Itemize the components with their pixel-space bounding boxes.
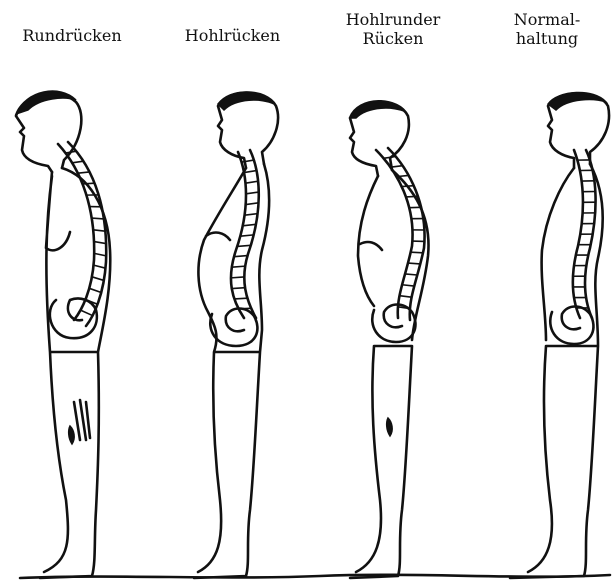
hair [548, 92, 606, 110]
vertebra [405, 274, 417, 275]
vertebra [400, 296, 412, 298]
vertebra [89, 288, 101, 292]
vertebra [231, 277, 244, 278]
vertebra [408, 263, 420, 264]
spine [231, 150, 259, 318]
figure-rundruecken [16, 91, 110, 578]
vertebra [244, 171, 257, 173]
figure-normalhaltung [510, 92, 609, 578]
vertebra [232, 266, 245, 267]
vertebra [80, 310, 92, 315]
vertebra [66, 151, 77, 153]
vertebra [402, 186, 414, 187]
vertebra [234, 298, 247, 299]
vertebra [83, 183, 95, 184]
figure-hohlrunder-ruecken [350, 101, 429, 578]
body-outline [40, 168, 110, 578]
vertebra [237, 245, 251, 246]
ground-line [20, 575, 610, 578]
knee-shade [387, 418, 392, 436]
vertebra [78, 172, 90, 173]
hair [218, 92, 274, 110]
vertebrae [66, 151, 107, 315]
pelvis [210, 309, 257, 347]
vertebra [94, 265, 106, 268]
pelvis [372, 305, 415, 343]
vertebra [93, 230, 105, 231]
pelvis [550, 307, 593, 345]
body-outline [510, 164, 603, 578]
vertebra [94, 242, 106, 244]
hair [350, 101, 406, 118]
vertebra [246, 192, 259, 194]
vertebra [234, 256, 248, 257]
figure-hohlruecken [194, 92, 278, 578]
vertebra [245, 181, 258, 183]
vertebra [406, 196, 418, 197]
knee-shade [69, 426, 74, 444]
body-outline [194, 164, 269, 578]
vertebra [384, 156, 396, 158]
vertebra [246, 203, 259, 205]
vertebra [92, 218, 104, 219]
vertebra [411, 252, 423, 253]
spine [376, 148, 425, 320]
vertebrae [384, 156, 425, 308]
knee-lines [74, 400, 90, 440]
vertebra [94, 253, 106, 256]
vertebra [402, 285, 414, 286]
vertebra [245, 214, 258, 216]
vertebra [92, 277, 104, 281]
body-outline [350, 170, 429, 578]
vertebra [72, 161, 83, 163]
vertebra [240, 235, 253, 236]
vertebra [243, 224, 256, 225]
vertebra [232, 288, 245, 289]
